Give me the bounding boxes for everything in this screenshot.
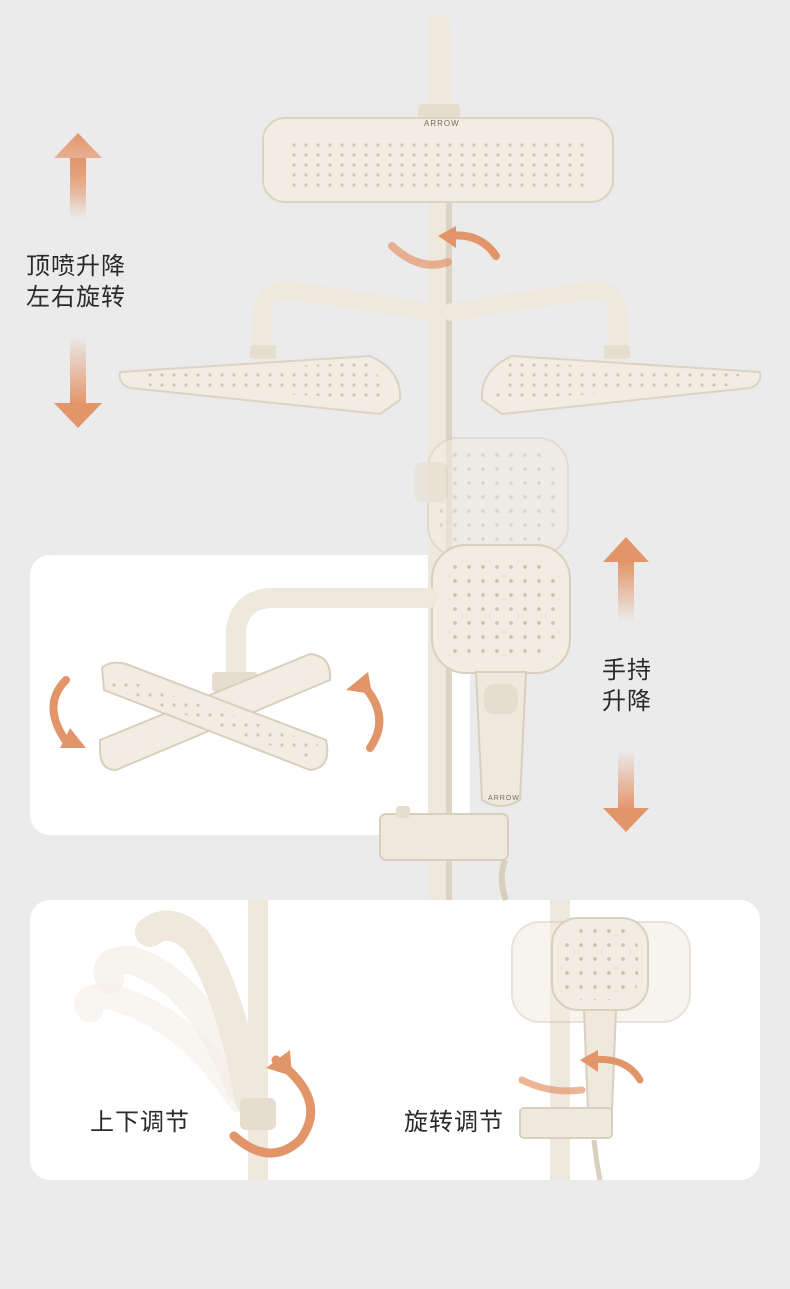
right-shower-arm: [443, 280, 762, 416]
handheld-label-line2: 升降: [602, 687, 652, 715]
raise-lower-arrow-icon: [54, 133, 102, 428]
brand-logo-top: ARROW: [424, 119, 460, 128]
tilt-adjust-label: 上下调节: [90, 1108, 190, 1136]
top-shower-head: [262, 117, 614, 203]
handheld-shower: [379, 544, 571, 902]
rotate-demo: [511, 900, 691, 1181]
swivel-demo: [49, 588, 438, 772]
left-shower-arm: [118, 280, 439, 416]
handheld-raise-lower-arrow-icon: [603, 537, 649, 832]
rotate-arrow-icon: [388, 226, 500, 269]
brand-logo-handheld: ARROW: [488, 795, 520, 802]
rotate-adjust-label: 旋转调节: [404, 1108, 504, 1136]
top-shower-label-line1: 顶喷升降: [26, 252, 126, 280]
handheld-label-line1: 手持: [602, 656, 652, 684]
top-shower-label-line2: 左右旋转: [26, 283, 126, 311]
handheld-ghost-position: [414, 437, 569, 557]
tilt-demo: [74, 900, 316, 1180]
